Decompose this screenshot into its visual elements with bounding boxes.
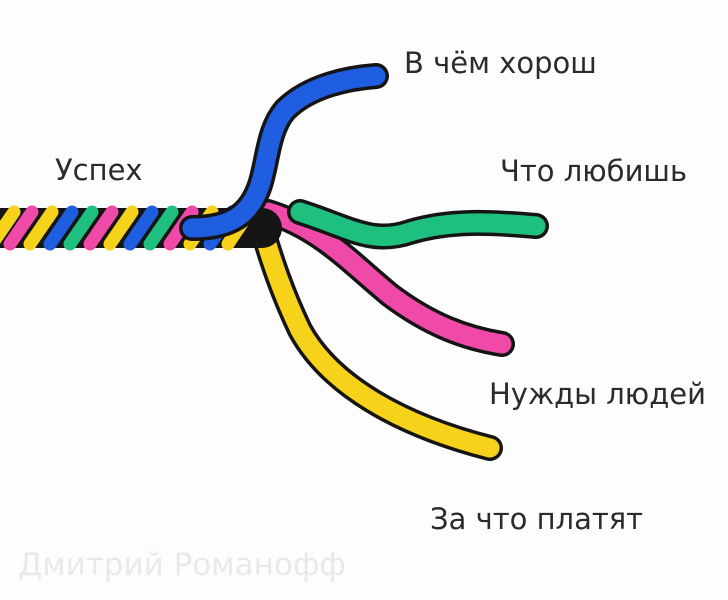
twist-blue-2 — [123, 205, 159, 251]
twist-blue-1 — [43, 205, 79, 251]
label-love: Что любишь — [500, 154, 688, 188]
twist-yellow-1 — [0, 205, 21, 244]
twist-pink-2 — [83, 205, 119, 251]
strand-blue-fill — [182, 66, 386, 238]
strand-pink-fill — [258, 202, 512, 354]
label-needs: Нужды людей — [489, 377, 706, 411]
twist-yellow-2 — [23, 205, 59, 251]
rope-strands — [0, 63, 549, 461]
label-paid-for: За что платят — [430, 502, 644, 536]
twist-green-2 — [143, 205, 179, 251]
label-success: Успех — [55, 153, 143, 187]
twist-pink-1 — [3, 205, 39, 251]
watermark: Дмитрий Романофф — [18, 547, 346, 583]
strand-green-fill — [290, 202, 546, 247]
label-good-at: В чём хорош — [404, 46, 597, 80]
twist-yellow-3 — [103, 205, 139, 251]
twist-green-1 — [63, 205, 99, 251]
strand-yellow-fill — [252, 218, 500, 458]
